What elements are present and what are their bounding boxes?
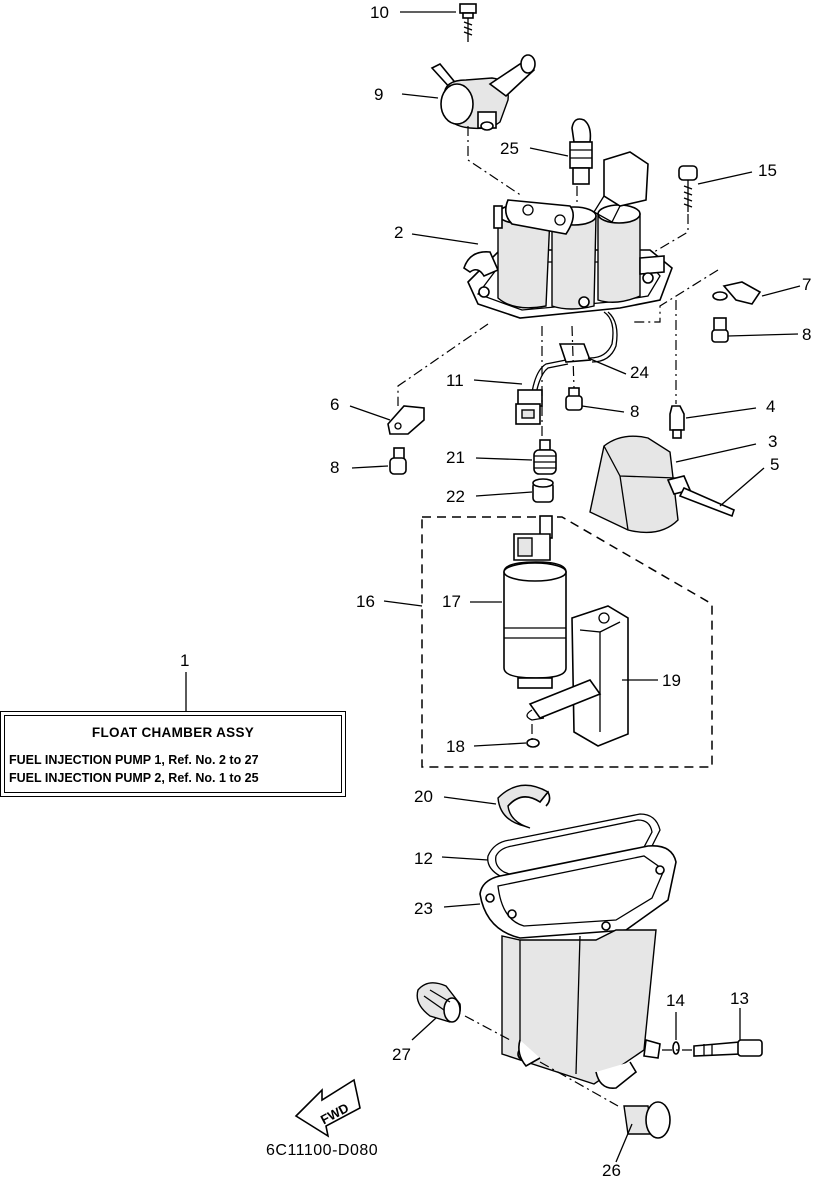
fwd-arrow: FWD bbox=[294, 1078, 361, 1138]
callout-6: 6 bbox=[330, 395, 339, 414]
part-27-grommet bbox=[416, 982, 461, 1023]
part-8-screw-middle bbox=[565, 387, 583, 411]
callout-23: 23 bbox=[414, 899, 433, 918]
callout-8-middle: 8 bbox=[630, 402, 639, 421]
part-15-screw bbox=[678, 165, 698, 212]
part-26-plug bbox=[623, 1101, 671, 1139]
legend-line-pump-2: FUEL INJECTION PUMP 2, Ref. No. 1 to 25 bbox=[9, 771, 259, 785]
part-14-oring bbox=[672, 1041, 680, 1055]
legend-line-pump-1: FUEL INJECTION PUMP 1, Ref. No. 2 to 27 bbox=[9, 753, 259, 767]
callout-25: 25 bbox=[500, 139, 519, 158]
callout-27: 27 bbox=[392, 1045, 411, 1064]
callout-8-left: 8 bbox=[330, 458, 339, 477]
drawing-code: 6C11100-D080 bbox=[266, 1142, 379, 1159]
part-20-damper bbox=[497, 784, 551, 829]
callout-3: 3 bbox=[768, 432, 777, 451]
callout-12: 12 bbox=[414, 849, 433, 868]
part-3-cover bbox=[589, 435, 679, 534]
part-21-filter bbox=[533, 439, 557, 475]
callout-5: 5 bbox=[770, 455, 779, 474]
part-13-drain-screw bbox=[693, 1039, 763, 1057]
legend-inner-border bbox=[4, 715, 342, 793]
alignment-lines bbox=[397, 126, 719, 1107]
part-11-connector bbox=[515, 389, 543, 425]
callout-numbers: 10 9 25 15 2 7 8 24 11 8 4 6 8 3 21 5 22… bbox=[180, 3, 811, 1177]
part-7-clip bbox=[712, 281, 762, 305]
leader-lines bbox=[185, 11, 801, 1163]
callout-24: 24 bbox=[630, 363, 649, 382]
callout-11: 11 bbox=[446, 371, 464, 390]
callout-15: 15 bbox=[758, 161, 777, 180]
callout-4: 4 bbox=[766, 397, 775, 416]
callout-1: 1 bbox=[180, 651, 189, 670]
part-25-sensor bbox=[569, 118, 593, 185]
part-10-bolt bbox=[459, 3, 477, 42]
legend-title: FLOAT CHAMBER ASSY bbox=[91, 725, 255, 740]
callout-2: 2 bbox=[394, 223, 403, 242]
part-8-screw-left bbox=[389, 447, 407, 475]
callout-19: 19 bbox=[662, 671, 681, 690]
callout-10: 10 bbox=[370, 3, 389, 22]
callout-13: 13 bbox=[730, 989, 749, 1008]
part-23-float-chamber bbox=[479, 845, 677, 1089]
part-19-strainer bbox=[528, 605, 629, 747]
part-16-assembly-boundary bbox=[421, 516, 713, 768]
callout-26: 26 bbox=[602, 1161, 621, 1177]
part-24-clamp-harness bbox=[531, 311, 618, 395]
callout-21: 21 bbox=[446, 448, 465, 467]
callout-18: 18 bbox=[446, 737, 465, 756]
part-22-bushing bbox=[532, 478, 554, 503]
callout-9: 9 bbox=[374, 85, 383, 104]
part-8-screw-right bbox=[711, 317, 729, 343]
part-18-clip bbox=[526, 709, 545, 748]
part-17-fuel-pump bbox=[503, 515, 567, 689]
part-5-pin bbox=[666, 475, 735, 518]
part-6-bracket bbox=[387, 405, 425, 435]
callout-20: 20 bbox=[414, 787, 433, 806]
callout-7: 7 bbox=[802, 275, 811, 294]
part-4-pin bbox=[669, 405, 685, 439]
part-2-pump-head bbox=[463, 151, 673, 319]
callout-8-right: 8 bbox=[802, 325, 811, 344]
callout-14: 14 bbox=[666, 991, 685, 1010]
callout-16: 16 bbox=[356, 592, 375, 611]
callout-22: 22 bbox=[446, 487, 465, 506]
callout-17: 17 bbox=[442, 592, 461, 611]
part-9-pressure-regulator bbox=[430, 54, 536, 131]
legend-box: FLOAT CHAMBER ASSY FUEL INJECTION PUMP 1… bbox=[0, 711, 346, 797]
